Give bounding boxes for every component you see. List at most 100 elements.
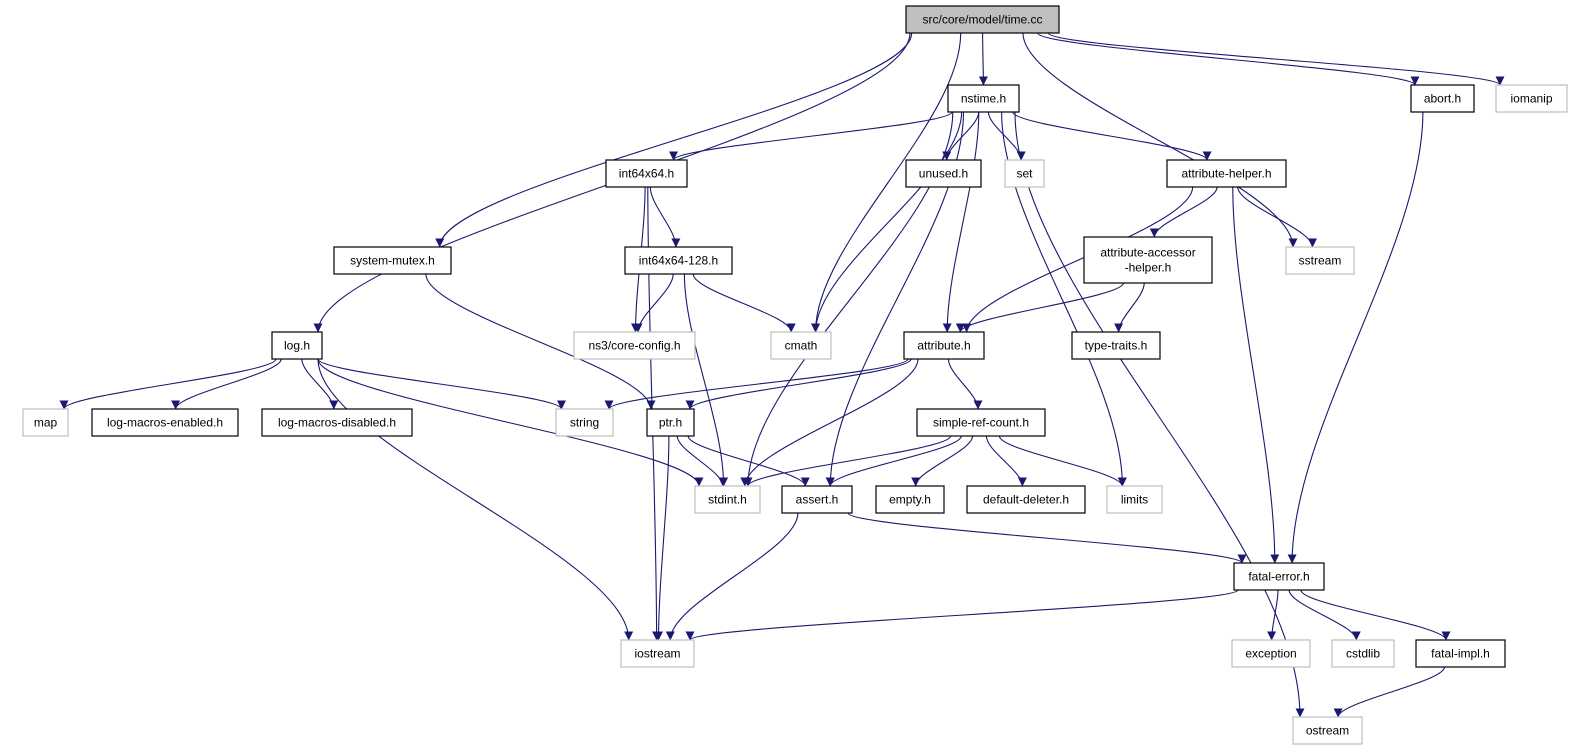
node-int64x64_h[interactable]: int64x64.h bbox=[605, 159, 688, 188]
node-attribute_h[interactable]: attribute.h bbox=[903, 331, 985, 360]
node-int64x64_128_h[interactable]: int64x64-128.h bbox=[624, 246, 733, 275]
edge-attribute_helper_h-to-attribute_accessor_helper_h bbox=[1149, 186, 1218, 238]
edge-simple_ref_count_h-to-default_deleter_h bbox=[985, 435, 1027, 487]
node-box bbox=[905, 159, 982, 188]
edge-fatal_impl_h-to-ostream bbox=[1333, 666, 1446, 718]
node-label: iostream bbox=[634, 647, 680, 661]
node-label: system-mutex.h bbox=[350, 254, 435, 268]
edge-fatal_error_h-to-fatal_impl_h bbox=[1300, 589, 1451, 641]
node-label: sstream bbox=[1299, 254, 1342, 268]
edge-log_h-to-log_macros_disabled_h bbox=[301, 358, 339, 410]
edge-int64x64_128_h-to-cmath bbox=[692, 273, 796, 333]
node-box bbox=[1071, 331, 1161, 360]
node-label: int64x64.h bbox=[619, 167, 674, 181]
edge-abort_h-to-fatal_error_h bbox=[1287, 111, 1424, 564]
nodes: src/core/model/time.cc nstime.h abort.h iom… bbox=[22, 5, 1568, 745]
edge-ptr_h-to-assert_h bbox=[687, 435, 810, 487]
node-box bbox=[1233, 562, 1325, 591]
node-box bbox=[770, 331, 832, 360]
edge-int64x64_h-to-int64x64_128_h bbox=[649, 186, 681, 248]
node-label: nstime.h bbox=[961, 92, 1006, 106]
edge-nstime_h-to-attribute_helper_h bbox=[1012, 111, 1212, 161]
edge-attribute_helper_h-to-fatal_error_h bbox=[1232, 186, 1280, 564]
edge-system_mutex_h-to-ptr_h bbox=[425, 273, 656, 410]
node-label: fatal-impl.h bbox=[1431, 647, 1490, 661]
node-label: ptr.h bbox=[659, 416, 682, 430]
node-label: stdint.h bbox=[708, 493, 747, 507]
edge-assert_h-to-iostream bbox=[665, 512, 799, 641]
node-box bbox=[903, 331, 985, 360]
edge-simple_ref_count_h-to-assert_h bbox=[825, 435, 962, 487]
edge-int64x64_128_h-to-ns3_core_config_h bbox=[633, 273, 674, 333]
edge-nstime_h-to-int64x64_h bbox=[669, 111, 953, 161]
node-ptr_h[interactable]: ptr.h bbox=[646, 408, 695, 437]
node-label: int64x64-128.h bbox=[639, 254, 718, 268]
node-iostream: iostream bbox=[620, 639, 695, 668]
node-box bbox=[624, 246, 733, 275]
edge-nstime_h-to-cmath bbox=[811, 111, 963, 333]
node-attribute_helper_h[interactable]: attribute-helper.h bbox=[1166, 159, 1287, 188]
node-label: cmath bbox=[785, 339, 818, 353]
node-box bbox=[605, 159, 688, 188]
node-empty_h[interactable]: empty.h bbox=[875, 485, 945, 514]
node-fatal_error_h[interactable]: fatal-error.h bbox=[1233, 562, 1325, 591]
edge-time_cc-to-abort_h bbox=[1037, 32, 1420, 86]
node-box bbox=[966, 485, 1086, 514]
node-box bbox=[905, 5, 1060, 34]
node-box bbox=[555, 408, 614, 437]
node-label: ostream bbox=[1306, 724, 1349, 738]
node-label: default-deleter.h bbox=[983, 493, 1069, 507]
edge-log_h-to-stdint_h bbox=[317, 358, 704, 487]
node-cstdlib: cstdlib bbox=[1331, 639, 1395, 668]
node-cmath: cmath bbox=[770, 331, 832, 360]
node-label: attribute-helper.h bbox=[1181, 167, 1271, 181]
node-log_macros_disabled_h[interactable]: log-macros-disabled.h bbox=[261, 408, 413, 437]
node-set: set bbox=[1004, 159, 1045, 188]
edge-log_h-to-log_macros_enabled_h bbox=[171, 358, 282, 410]
node-simple_ref_count_h[interactable]: simple-ref-count.h bbox=[916, 408, 1046, 437]
node-label: type-traits.h bbox=[1085, 339, 1148, 353]
edge-log_h-to-map bbox=[59, 358, 277, 410]
node-box bbox=[1331, 639, 1395, 668]
node-map: map bbox=[22, 408, 69, 437]
node-label: cstdlib bbox=[1346, 647, 1380, 661]
node-label: set bbox=[1016, 167, 1033, 181]
node-abort_h[interactable]: abort.h bbox=[1410, 84, 1475, 113]
node-box bbox=[271, 331, 323, 360]
node-label: string bbox=[570, 416, 599, 430]
node-label: -helper.h bbox=[1125, 261, 1172, 275]
node-label: simple-ref-count.h bbox=[933, 416, 1029, 430]
node-box bbox=[1083, 236, 1213, 284]
node-box bbox=[1106, 485, 1163, 514]
node-sstream: sstream bbox=[1285, 246, 1355, 275]
edge-nstime_h-to-limits bbox=[1001, 111, 1127, 487]
node-log_macros_enabled_h[interactable]: log-macros-enabled.h bbox=[91, 408, 239, 437]
node-box bbox=[1495, 84, 1568, 113]
node-iomanip: iomanip bbox=[1495, 84, 1568, 113]
edge-attribute_h-to-stdint_h bbox=[740, 358, 919, 487]
edge-assert_h-to-fatal_error_h bbox=[847, 512, 1247, 564]
edge-simple_ref_count_h-to-empty_h bbox=[911, 435, 974, 487]
node-assert_h[interactable]: assert.h bbox=[781, 485, 853, 514]
node-exception: exception bbox=[1231, 639, 1311, 668]
node-label: limits bbox=[1121, 493, 1148, 507]
node-box bbox=[1415, 639, 1506, 668]
node-unused_h[interactable]: unused.h bbox=[905, 159, 982, 188]
node-nstime_h[interactable]: nstime.h bbox=[947, 84, 1020, 113]
edge-log_h-to-iostream bbox=[317, 358, 634, 641]
edge-int64x64_128_h-to-stdint_h bbox=[683, 273, 729, 487]
node-stdint_h: stdint.h bbox=[694, 485, 761, 514]
node-box bbox=[333, 246, 452, 275]
edge-fatal_error_h-to-cstdlib bbox=[1288, 589, 1361, 641]
node-type_traits_h[interactable]: type-traits.h bbox=[1071, 331, 1161, 360]
node-fatal_impl_h[interactable]: fatal-impl.h bbox=[1415, 639, 1506, 668]
node-label: src/core/model/time.cc bbox=[922, 13, 1042, 27]
node-default_deleter_h[interactable]: default-deleter.h bbox=[966, 485, 1086, 514]
edge-fatal_error_h-to-exception bbox=[1267, 589, 1279, 641]
node-system_mutex_h[interactable]: system-mutex.h bbox=[333, 246, 452, 275]
node-label: attribute-accessor bbox=[1100, 246, 1195, 260]
node-attribute_accessor_helper_h[interactable]: attribute-accessor-helper.h bbox=[1083, 236, 1213, 284]
node-log_h[interactable]: log.h bbox=[271, 331, 323, 360]
edge-attribute_accessor_helper_h-to-attribute_h bbox=[955, 282, 1125, 333]
